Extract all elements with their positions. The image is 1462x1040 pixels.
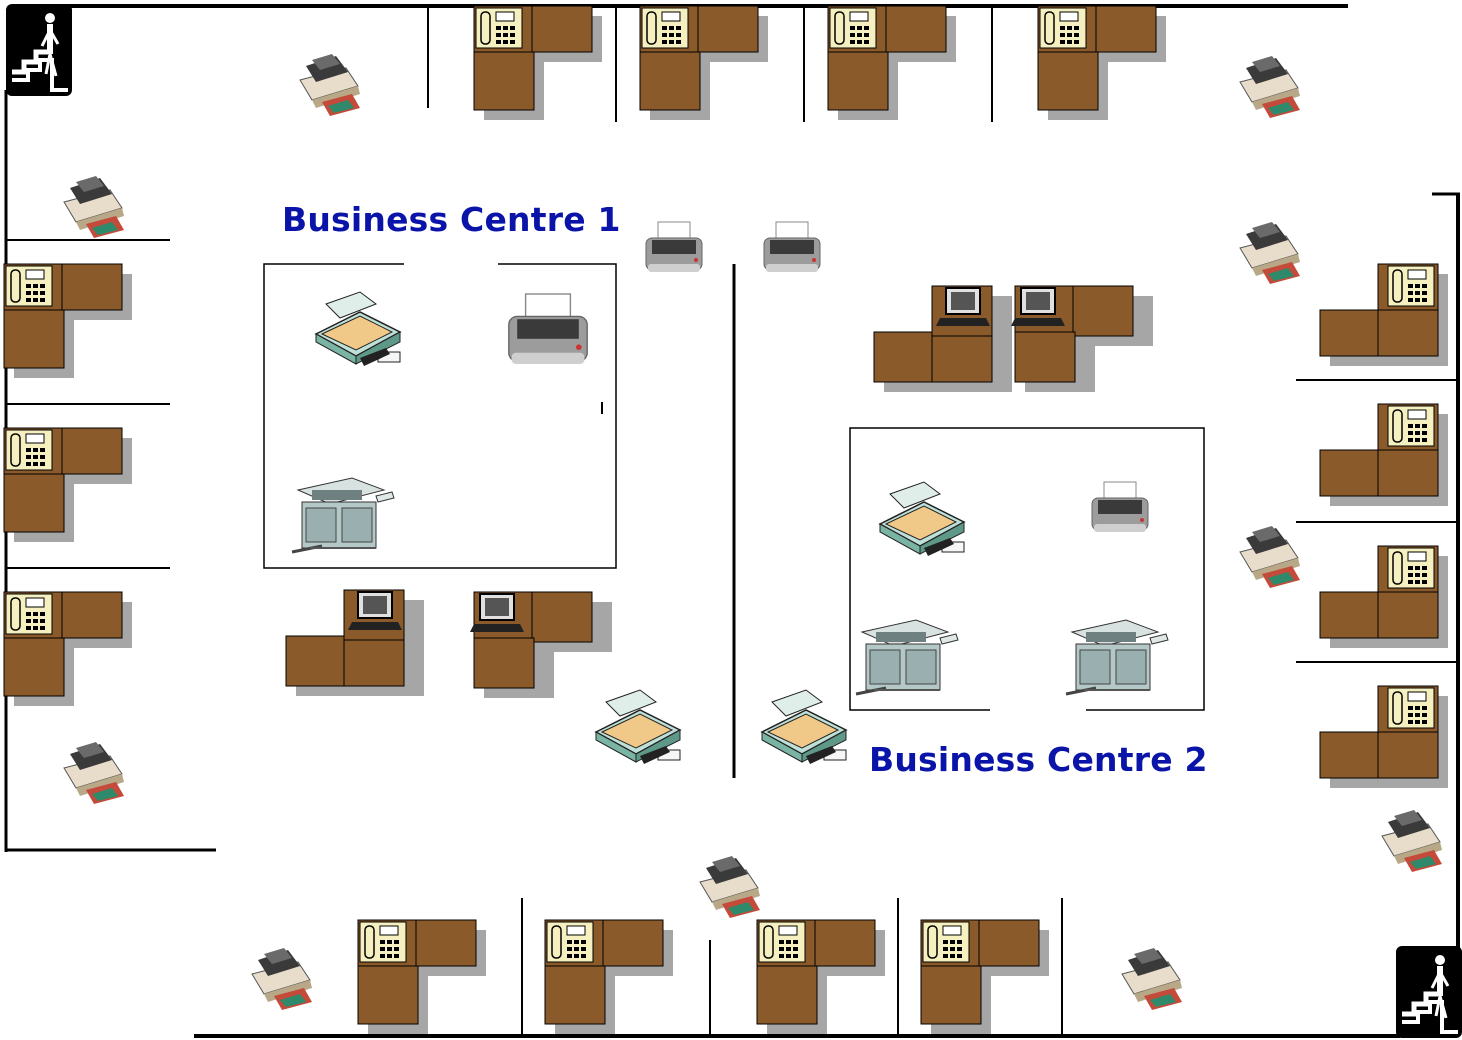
- computer-icon: [873, 285, 1013, 393]
- desk-phone-icon: [3, 427, 133, 543]
- desk-phone-icon: [827, 5, 957, 121]
- laser-printer-icon: [645, 221, 703, 273]
- copier-icon: [290, 476, 396, 554]
- laser-printer-icon: [508, 293, 588, 365]
- inkjet-printer-icon: [299, 53, 361, 117]
- desk-phone-icon: [1319, 545, 1449, 649]
- computer-icon: [469, 591, 613, 699]
- scanner-icon: [761, 689, 847, 765]
- desk-phone-icon: [473, 5, 603, 121]
- scanner-icon: [879, 481, 965, 557]
- desk-phone-icon: [639, 5, 769, 121]
- inkjet-printer-icon: [699, 855, 761, 919]
- laser-printer-icon: [1091, 481, 1149, 533]
- stairs-exit-icon: [6, 4, 72, 96]
- desk-phone-icon: [920, 919, 1050, 1035]
- inkjet-printer-icon: [1381, 809, 1443, 873]
- desk-phone-icon: [1319, 685, 1449, 789]
- desk-phone-icon: [1037, 5, 1167, 121]
- zone-label-business-centre-1: Business Centre 1: [282, 200, 621, 239]
- inkjet-printer-icon: [1121, 947, 1183, 1011]
- computer-icon: [1010, 285, 1154, 393]
- desk-phone-icon: [544, 919, 674, 1035]
- desk-phone-icon: [1319, 403, 1449, 507]
- business-centre-2-room: [849, 427, 1205, 711]
- stairs-exit-icon: [1396, 946, 1462, 1038]
- business-centre-1-room: [263, 263, 617, 569]
- inkjet-printer-icon: [63, 175, 125, 239]
- scanner-icon: [315, 291, 401, 367]
- inkjet-printer-icon: [1239, 221, 1301, 285]
- desk-phone-icon: [756, 919, 886, 1035]
- zone-label-business-centre-2: Business Centre 2: [869, 740, 1208, 779]
- computer-icon: [285, 589, 425, 697]
- inkjet-printer-icon: [1239, 55, 1301, 119]
- desk-phone-icon: [357, 919, 487, 1035]
- inkjet-printer-icon: [1239, 525, 1301, 589]
- copier-icon: [854, 618, 960, 696]
- inkjet-printer-icon: [63, 741, 125, 805]
- inkjet-printer-icon: [251, 947, 313, 1011]
- scanner-icon: [595, 689, 681, 765]
- copier-icon: [1064, 618, 1170, 696]
- desk-phone-icon: [3, 263, 133, 379]
- desk-phone-icon: [1319, 263, 1449, 367]
- laser-printer-icon: [763, 221, 821, 273]
- desk-phone-icon: [3, 591, 133, 707]
